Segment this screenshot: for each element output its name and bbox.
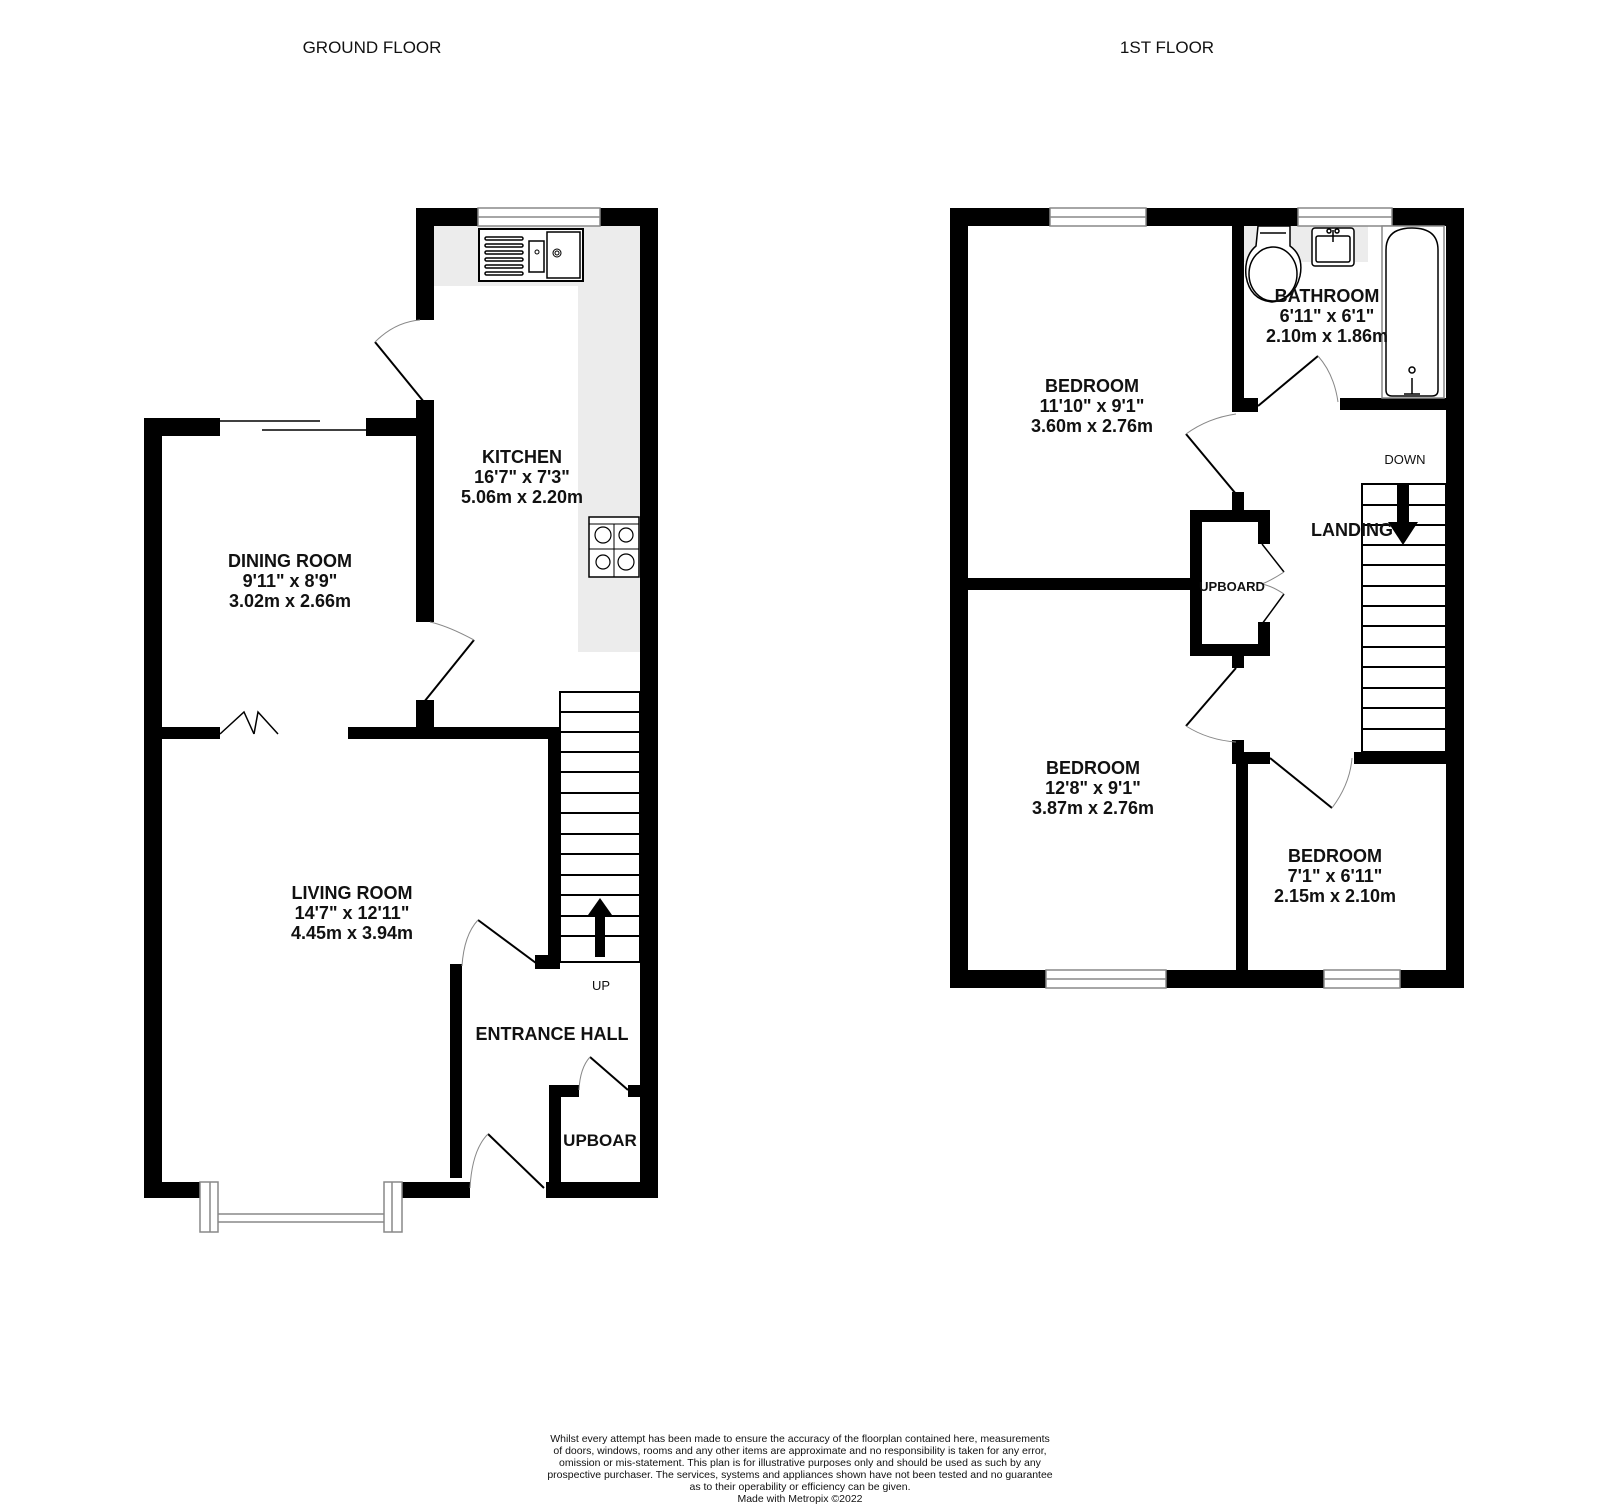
room-label-dining-room: DINING ROOM 9'11" x 8'9" 3.02m x 2.66m — [228, 551, 352, 611]
hob-icon — [588, 516, 640, 578]
room-label-bedroom-3: BEDROOM 7'1" x 6'11" 2.15m x 2.10m — [1274, 846, 1396, 906]
room-name: DINING ROOM — [228, 551, 352, 571]
room-size-imperial: 6'11" x 6'1" — [1279, 306, 1375, 326]
room-size-imperial: 16'7" x 7'3" — [474, 467, 570, 487]
walls — [144, 208, 658, 1198]
room-size-metric: 3.60m x 2.76m — [1030, 416, 1154, 436]
first-floor-title: 1ST FLOOR — [1119, 38, 1215, 57]
first-floor-plan — [950, 207, 1464, 989]
doors — [1185, 355, 1353, 809]
windows — [1045, 207, 1401, 989]
room-label-bedroom-2: BEDROOM 12'8" x 9'1" 3.87m x 2.76m — [1032, 758, 1154, 818]
room-label-cupboard-first: UPBOARD — [1199, 579, 1265, 594]
disclaimer: Whilst every attempt has been made to en… — [490, 1433, 1110, 1505]
kitchen-sink-icon — [478, 228, 584, 282]
room-name: BEDROOM — [1045, 376, 1139, 396]
room-name: BATHROOM — [1274, 286, 1380, 306]
stairs-up-label: UP — [591, 978, 611, 993]
room-size-imperial: 14'7" x 12'11" — [294, 903, 410, 923]
room-label-landing: LANDING — [1311, 520, 1393, 540]
windows — [199, 207, 601, 1233]
disclaimer-line: of doors, windows, rooms and any other i… — [553, 1445, 1047, 1457]
room-size-metric: 2.15m x 2.10m — [1273, 886, 1397, 906]
doors — [219, 319, 629, 1189]
room-name: LIVING ROOM — [291, 883, 413, 903]
stairs-down-label: DOWN — [1384, 452, 1426, 467]
toilet-icon — [1244, 225, 1302, 303]
room-size-imperial: 9'11" x 8'9" — [242, 571, 338, 591]
walls — [950, 208, 1464, 988]
room-name: BEDROOM — [1288, 846, 1382, 866]
arrow-down-icon — [1388, 484, 1418, 545]
disclaimer-line: Whilst every attempt has been made to en… — [550, 1433, 1050, 1445]
stairs-ground — [559, 691, 641, 963]
room-label-bathroom: BATHROOM 6'11" x 6'1" 2.10m x 1.86m — [1266, 286, 1388, 346]
wash-basin-icon — [1311, 227, 1355, 267]
kitchen-counter — [434, 222, 642, 652]
room-size-imperial: 7'1" x 6'11" — [1287, 866, 1383, 886]
arrow-up-icon — [588, 898, 612, 957]
room-size-metric: 5.06m x 2.20m — [460, 487, 584, 507]
room-size-metric: 3.87m x 2.76m — [1031, 798, 1155, 818]
room-label-cupboard-ground: UPBOAR — [563, 1131, 637, 1150]
room-size-metric: 2.10m x 1.86m — [1265, 326, 1389, 346]
room-label-living-room: LIVING ROOM 14'7" x 12'11" 4.45m x 3.94m — [291, 883, 413, 943]
room-size-imperial: 12'8" x 9'1" — [1045, 778, 1141, 798]
disclaimer-line: omission or mis-statement. This plan is … — [559, 1457, 1041, 1469]
bathtub-icon — [1381, 225, 1445, 399]
room-name: BEDROOM — [1046, 758, 1140, 778]
room-name: KITCHEN — [482, 447, 562, 467]
credit: Made with Metropix ©2022 — [737, 1493, 863, 1505]
ground-floor-title: GROUND FLOOR — [302, 38, 442, 57]
room-size-metric: 4.45m x 3.94m — [290, 923, 414, 943]
disclaimer-line: as to their operability or efficiency ca… — [689, 1481, 911, 1493]
room-label-bedroom-1: BEDROOM 11'10" x 9'1" 3.60m x 2.76m — [1031, 376, 1153, 436]
ground-floor-plan — [144, 207, 658, 1233]
sliding-door — [220, 420, 366, 431]
room-size-metric: 3.02m x 2.66m — [228, 591, 352, 611]
disclaimer-line: prospective purchaser. The services, sys… — [547, 1469, 1053, 1481]
room-label-kitchen: KITCHEN 16'7" x 7'3" 5.06m x 2.20m — [461, 447, 583, 507]
room-size-imperial: 11'10" x 9'1" — [1039, 396, 1145, 416]
room-label-entrance-hall: ENTRANCE HALL — [475, 1024, 629, 1044]
